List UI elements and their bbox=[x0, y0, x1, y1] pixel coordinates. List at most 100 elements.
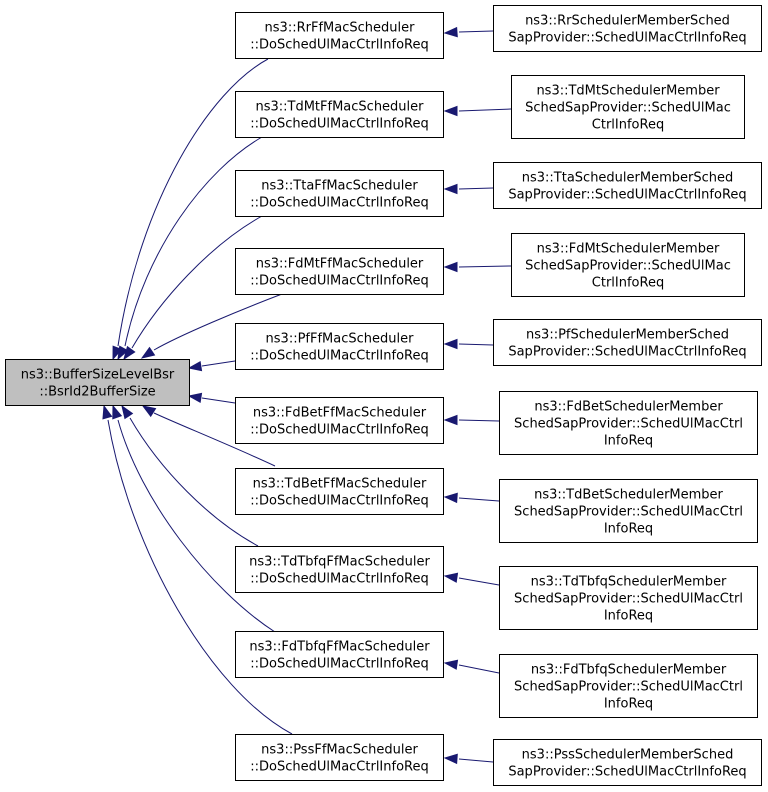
edge-tdtbfq-to-tdtbfq-sap-arrowhead bbox=[443, 572, 459, 583]
node-rr[interactable]: ns3::RrFfMacScheduler::DoSchedUlMacCtrlI… bbox=[235, 12, 444, 59]
edge-rr-to-rr-sap bbox=[443, 26, 494, 38]
edge-root-to-tdtbfq-line bbox=[129, 417, 259, 547]
node-tta-sap[interactable]: ns3::TtaSchedulerMemberSchedSapProvider:… bbox=[493, 162, 762, 209]
node-label-line: CtrlInfoReq bbox=[592, 118, 664, 133]
node-fdbet[interactable]: ns3::FdBetFfMacScheduler::DoSchedUlMacCt… bbox=[235, 397, 444, 444]
node-label-line: CtrlInfoReq bbox=[592, 276, 664, 291]
edge-tta-to-tta-sap-arrowhead bbox=[443, 183, 458, 195]
node-box bbox=[499, 654, 758, 718]
node-label-line: ns3::FdMtSchedulerMember bbox=[537, 242, 720, 257]
node-box bbox=[235, 323, 444, 370]
node-label-line: ns3::TdMtFfMacScheduler bbox=[255, 100, 424, 115]
edge-fdbet-to-fdbet-sap-line bbox=[458, 419, 500, 422]
edge-rr-to-rr-sap-arrowhead bbox=[443, 26, 458, 38]
node-label-line: SapProvider::SchedUlMacCtrlInfoReq bbox=[508, 345, 746, 360]
node-label-line: ::DoSchedUlMacCtrlInfoReq bbox=[250, 572, 429, 587]
edge-root-to-tdmt-line bbox=[124, 136, 263, 347]
edge-pf-to-pf-sap-arrowhead bbox=[443, 338, 458, 350]
edge-pss-to-pss-sap-line bbox=[458, 758, 494, 763]
node-label-line: ns3::TdBetSchedulerMember bbox=[534, 488, 723, 503]
node-label-line: ns3::TtaFfMacScheduler bbox=[261, 179, 418, 194]
node-box bbox=[499, 391, 758, 455]
edge-tdmt-to-tdmt-sap-line bbox=[458, 108, 512, 112]
node-tta[interactable]: ns3::TtaFfMacScheduler::DoSchedUlMacCtrl… bbox=[235, 170, 444, 217]
node-label-line: InfoReq bbox=[604, 434, 653, 449]
edge-pss-to-pss-sap-arrowhead bbox=[443, 753, 458, 765]
node-label-line: SchedSapProvider::SchedUlMacCtrl bbox=[514, 505, 743, 520]
edge-tdmt-to-tdmt-sap-arrowhead bbox=[443, 105, 458, 117]
edge-tdtbfq-to-tdtbfq-sap-line bbox=[458, 577, 500, 586]
edge-root-to-fdmt-arrowhead bbox=[140, 346, 156, 359]
node-fdmt[interactable]: ns3::FdMtFfMacScheduler::DoSchedUlMacCtr… bbox=[235, 248, 444, 295]
node-label-line: ns3::PfFfMacScheduler bbox=[266, 332, 415, 347]
node-label-line: ns3::TdBetFfMacScheduler bbox=[253, 477, 427, 492]
edge-tta-to-tta-sap bbox=[443, 183, 494, 195]
node-fdtbfq[interactable]: ns3::FdTbfqFfMacScheduler::DoSchedUlMacC… bbox=[235, 631, 444, 678]
node-label-line: ns3::BufferSizeLevelBsr bbox=[21, 368, 175, 383]
node-label-line: ns3::FdBetSchedulerMember bbox=[534, 400, 723, 415]
node-label-line: ::DoSchedUlMacCtrlInfoReq bbox=[250, 117, 429, 132]
node-box bbox=[235, 631, 444, 678]
node-box bbox=[235, 12, 444, 59]
node-label-line: SchedSapProvider::SchedUlMacCtrl bbox=[514, 417, 743, 432]
edge-root-to-tdmt bbox=[117, 136, 263, 361]
edge-root-to-tdbet-line bbox=[153, 412, 276, 467]
node-label-line: SapProvider::SchedUlMacCtrlInfoReq bbox=[508, 765, 746, 780]
node-label-line: ns3::RrFfMacScheduler bbox=[265, 21, 416, 36]
node-tdmt[interactable]: ns3::TdMtFfMacScheduler::DoSchedUlMacCtr… bbox=[235, 91, 444, 138]
node-fdbet-sap[interactable]: ns3::FdBetSchedulerMemberSchedSapProvide… bbox=[499, 391, 758, 455]
edge-fdmt-to-fdmt-sap-line bbox=[458, 265, 512, 268]
node-label-line: SchedSapProvider::SchedUlMac bbox=[525, 101, 731, 116]
node-tdbet[interactable]: ns3::TdBetFfMacScheduler::DoSchedUlMacCt… bbox=[235, 468, 444, 515]
node-fdtbfq-sap[interactable]: ns3::FdTbfqSchedulerMemberSchedSapProvid… bbox=[499, 654, 758, 718]
edge-fdbet-to-fdbet-sap-arrowhead bbox=[443, 414, 458, 426]
node-tdtbfq[interactable]: ns3::TdTbfqFfMacScheduler::DoSchedUlMacC… bbox=[235, 546, 444, 593]
edge-root-to-fdmt bbox=[140, 293, 283, 359]
node-tdmt-sap[interactable]: ns3::TdMtSchedulerMemberSchedSapProvider… bbox=[511, 75, 745, 139]
node-label-line: SchedSapProvider::SchedUlMacCtrl bbox=[514, 592, 743, 607]
node-box bbox=[235, 170, 444, 217]
node-tdtbfq-sap[interactable]: ns3::TdTbfqSchedulerMemberSchedSapProvid… bbox=[499, 566, 758, 630]
node-box bbox=[499, 479, 758, 543]
node-label-line: ::BsrId2BufferSize bbox=[39, 385, 155, 400]
edge-rr-to-rr-sap-line bbox=[458, 30, 494, 33]
edge-tdbet-to-tdbet-sap-arrowhead bbox=[443, 492, 458, 504]
edge-pss-to-pss-sap bbox=[443, 753, 494, 765]
node-label-line: ns3::FdBetFfMacScheduler bbox=[253, 406, 427, 421]
edge-fdmt-to-fdmt-sap bbox=[443, 261, 512, 273]
node-tdbet-sap[interactable]: ns3::TdBetSchedulerMemberSchedSapProvide… bbox=[499, 479, 758, 543]
edge-fdtbfq-to-fdtbfq-sap-arrowhead bbox=[443, 659, 459, 670]
edge-root-to-fdtbfq-arrowhead bbox=[112, 404, 123, 420]
node-label-line: ::DoSchedUlMacCtrlInfoReq bbox=[250, 760, 429, 775]
edge-root-to-tta bbox=[123, 215, 263, 361]
node-rr-sap[interactable]: ns3::RrSchedulerMemberSchedSapProvider::… bbox=[493, 5, 762, 52]
node-fdmt-sap[interactable]: ns3::FdMtSchedulerMemberSchedSapProvider… bbox=[511, 233, 745, 297]
node-label-line: InfoReq bbox=[604, 522, 653, 537]
node-pss-sap[interactable]: ns3::PssSchedulerMemberSchedSapProvider:… bbox=[493, 739, 762, 786]
node-pf-sap[interactable]: ns3::PfSchedulerMemberSchedSapProvider::… bbox=[493, 319, 762, 366]
node-label-line: SchedSapProvider::SchedUlMac bbox=[525, 259, 731, 274]
edge-fdbet-to-fdbet-sap bbox=[443, 414, 500, 426]
node-label-line: ns3::RrSchedulerMemberSched bbox=[525, 14, 730, 29]
edge-root-to-tdmt-arrowhead bbox=[117, 345, 129, 361]
edge-root-to-pss-arrowhead bbox=[102, 404, 113, 420]
node-label-line: ::DoSchedUlMacCtrlInfoReq bbox=[250, 196, 429, 211]
node-label-line: ns3::FdMtFfMacScheduler bbox=[256, 257, 424, 272]
edge-tdtbfq-to-tdtbfq-sap bbox=[443, 572, 500, 586]
edge-root-to-fdtbfq bbox=[112, 404, 276, 633]
node-label-line: ::DoSchedUlMacCtrlInfoReq bbox=[250, 657, 429, 672]
node-label-line: InfoReq bbox=[604, 697, 653, 712]
root-node[interactable]: ns3::BufferSizeLevelBsr::BsrId2BufferSiz… bbox=[5, 359, 190, 406]
edge-root-to-fdbet bbox=[187, 392, 236, 404]
node-pss[interactable]: ns3::PssFfMacScheduler::DoSchedUlMacCtrl… bbox=[235, 734, 444, 781]
node-box bbox=[235, 248, 444, 295]
node-pf[interactable]: ns3::PfFfMacScheduler::DoSchedUlMacCtrlI… bbox=[235, 323, 444, 370]
node-label-line: ::DoSchedUlMacCtrlInfoReq bbox=[250, 349, 429, 364]
node-label-line: ::DoSchedUlMacCtrlInfoReq bbox=[250, 38, 429, 53]
node-box bbox=[511, 233, 745, 297]
edge-root-to-tdbet-arrowhead bbox=[141, 405, 157, 418]
node-label-line: ns3::TtaSchedulerMemberSched bbox=[522, 171, 734, 186]
node-box bbox=[235, 546, 444, 593]
edge-root-to-tta-arrowhead bbox=[123, 345, 136, 361]
node-label-line: ns3::TdTbfqFfMacScheduler bbox=[249, 555, 430, 570]
